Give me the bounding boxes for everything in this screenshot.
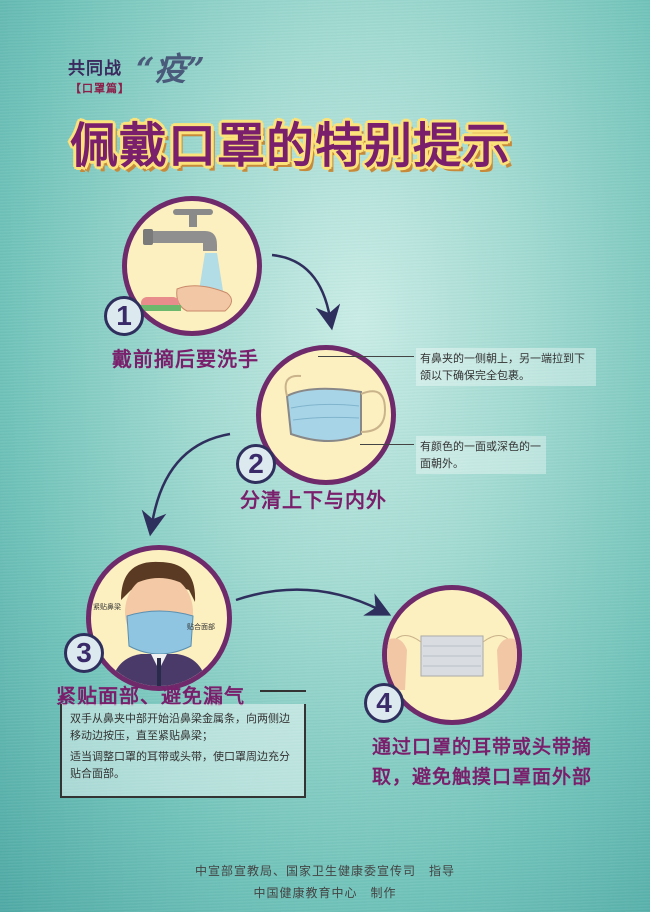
page-title: 佩戴口罩的特别提示: [70, 118, 512, 174]
callout-leader-line: [360, 444, 414, 445]
step-3-illustration: 紧贴鼻梁 贴合面部: [86, 545, 232, 691]
detail-box-divider: [260, 690, 306, 692]
arrow-3-to-4: [235, 588, 392, 616]
step-number-badge: 2: [236, 444, 276, 484]
step-4-illustration: [382, 585, 522, 725]
callout-leader-line: [318, 356, 414, 357]
hand-washing-faucet-icon: [141, 209, 232, 312]
step-2-illustration: [256, 345, 396, 485]
step-number-badge: 1: [104, 296, 144, 336]
campaign-name: 共同战: [68, 59, 122, 79]
campaign-badge: 共同战 “疫” 【口罩篇】: [68, 50, 205, 110]
nose-bridge-label: 紧贴鼻梁: [93, 603, 121, 611]
campaign-emphasis: “疫”: [136, 50, 205, 88]
step-3-detail: 适当调整口罩的耳带或头带，使口罩周边充分贴合面部。: [70, 750, 290, 780]
step-number-badge: 3: [64, 633, 104, 673]
step-1-title: 戴前摘后要洗手: [112, 347, 259, 371]
step-3-details-box: 双手从鼻夹中部开始沿鼻梁金属条，向两侧边移动边按压，直至紧贴鼻梁； 适当调整口罩…: [60, 704, 306, 798]
man-wearing-mask-icon: [111, 561, 207, 686]
surgical-mask-icon: [284, 374, 387, 442]
step-3-detail: 双手从鼻夹中部开始沿鼻梁金属条，向两侧边移动边按压，直至紧贴鼻梁；: [70, 712, 290, 742]
hands-removing-mask-icon: [387, 635, 517, 690]
step-3-title: 紧贴面部、避免漏气: [56, 684, 245, 708]
campaign-subtitle: 【口罩篇】: [70, 82, 130, 95]
arrow-2-to-3: [141, 432, 231, 537]
nose-clip-note: 有鼻夹的一侧朝上，另一端拉到下颌以下确保完全包裹。: [416, 348, 596, 386]
step-1-illustration: [122, 196, 262, 336]
step-number-badge: 4: [364, 683, 404, 723]
step-4-title: 通过口罩的耳带或头带摘取，避免触摸口罩面外部: [372, 736, 593, 788]
step-2-title: 分清上下与内外: [240, 488, 387, 512]
arrow-1-to-2: [271, 253, 341, 331]
footer-producer: 中国健康教育中心 制作: [253, 886, 397, 900]
color-side-note: 有颜色的一面或深色的一面朝外。: [416, 436, 546, 474]
footer-guidance: 中宣部宣教局、国家卫生健康委宣传司 指导: [194, 864, 455, 878]
face-fit-label: 贴合面部: [187, 623, 215, 631]
